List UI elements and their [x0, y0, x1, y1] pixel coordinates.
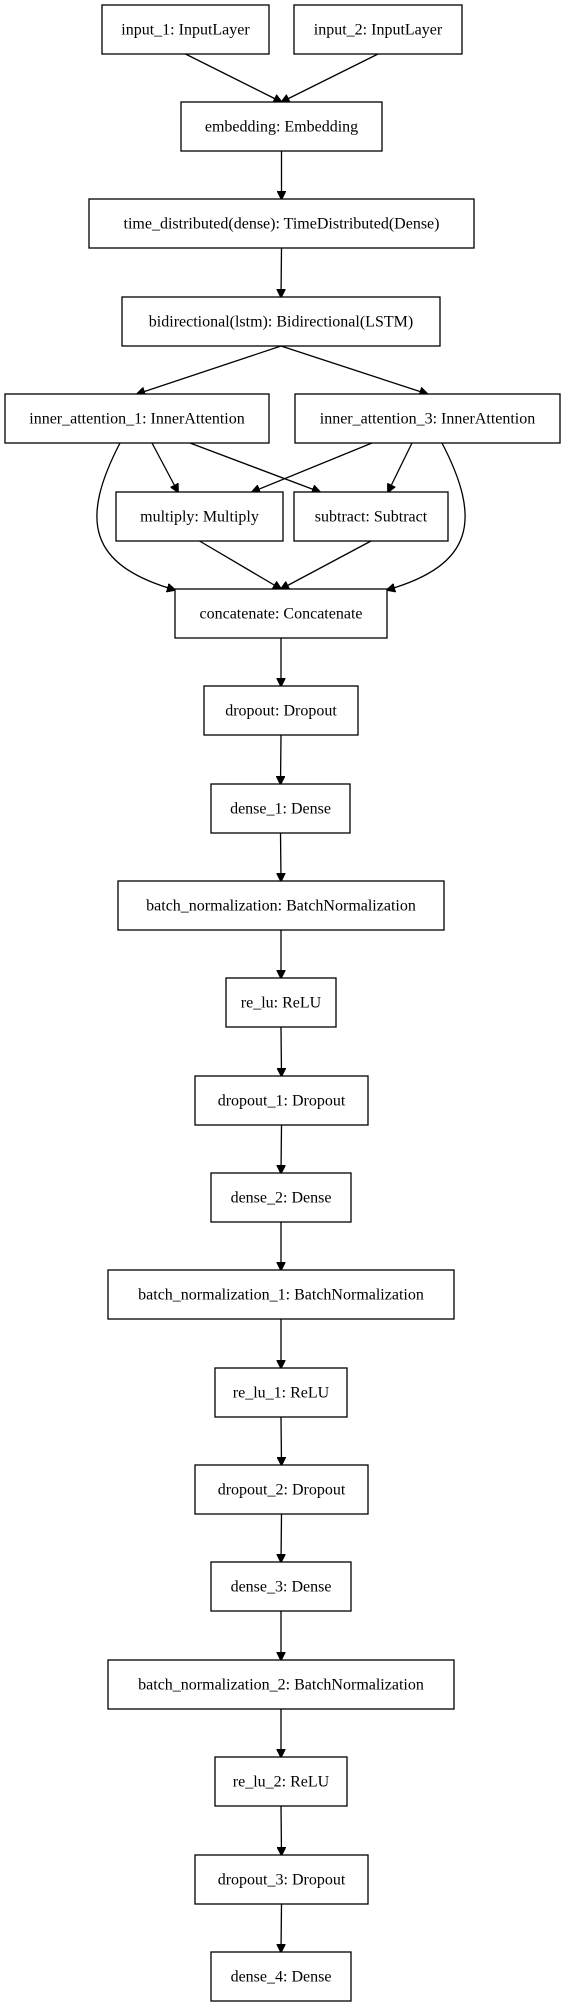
edge-inner_attention_3-to-subtract	[388, 442, 413, 492]
node-box	[174, 588, 388, 639]
edge-dropout_3-to-dense_4	[281, 1903, 282, 1952]
node-box	[107, 1269, 455, 1320]
node-input_1: input_1: InputLayer	[101, 4, 270, 55]
edge-inner_attention_1-to-concatenate	[96, 442, 175, 590]
node-batch_normalization_1: batch_normalization_1: BatchNormalizatio…	[107, 1269, 455, 1320]
node-label: multiply: Multiply	[140, 509, 259, 526]
node-time_distributed: time_distributed(dense): TimeDistributed…	[88, 198, 475, 249]
node-embedding: embedding: Embedding	[180, 101, 383, 152]
node-label: concatenate: Concatenate	[199, 606, 362, 623]
node-label: time_distributed(dense): TimeDistributed…	[124, 216, 440, 233]
node-label: dense_4: Dense	[231, 1969, 332, 1986]
node-label: batch_normalization_2: BatchNormalizatio…	[138, 1677, 424, 1694]
node-box	[214, 1756, 348, 1807]
node-input_2: input_2: InputLayer	[293, 4, 463, 55]
node-dropout_2: dropout_2: Dropout	[194, 1464, 369, 1515]
node-dense_1: dense_1: Dense	[210, 783, 351, 834]
node-box	[210, 1561, 352, 1612]
edge-re_lu_2-to-dropout_3	[281, 1805, 282, 1855]
node-label: re_lu_1: ReLU	[233, 1385, 330, 1402]
node-label: dense_2: Dense	[231, 1190, 332, 1207]
node-label: dropout_3: Dropout	[218, 1872, 346, 1889]
node-label: inner_attention_3: InnerAttention	[320, 411, 536, 428]
node-label: input_1: InputLayer	[121, 22, 250, 39]
node-concatenate: concatenate: Concatenate	[174, 588, 388, 639]
node-subtract: subtract: Subtract	[293, 491, 449, 542]
edge-inner_attention_1-to-multiply	[151, 442, 178, 492]
node-label: dropout_2: Dropout	[218, 1482, 346, 1499]
node-box	[225, 977, 337, 1028]
node-label: subtract: Subtract	[315, 509, 428, 526]
node-batch_normalization: batch_normalization: BatchNormalization	[117, 880, 445, 931]
node-re_lu_2: re_lu_2: ReLU	[214, 1756, 348, 1807]
edge-dense_1-to-batch_normalization	[281, 832, 282, 881]
node-label: re_lu: ReLU	[241, 995, 322, 1012]
node-inner_attention_1: inner_attention_1: InnerAttention	[4, 393, 270, 444]
node-box	[210, 1951, 352, 2002]
node-box	[194, 1464, 369, 1515]
node-box	[214, 1367, 348, 1418]
node-box	[121, 296, 441, 347]
node-box	[203, 685, 359, 736]
node-label: batch_normalization: BatchNormalization	[146, 898, 416, 915]
nodes-layer: input_1: InputLayer input_2: InputLayer em…	[4, 4, 561, 2002]
node-re_lu_1: re_lu_1: ReLU	[214, 1367, 348, 1418]
node-label: inner_attention_1: InnerAttention	[29, 411, 245, 428]
node-box	[107, 1659, 455, 1710]
node-label: dropout: Dropout	[225, 703, 337, 720]
edge-bidirectional-to-inner_attention_3	[280, 345, 428, 394]
node-dropout_3: dropout_3: Dropout	[194, 1854, 369, 1905]
node-label: input_2: InputLayer	[314, 22, 443, 39]
node-re_lu: re_lu: ReLU	[225, 977, 337, 1028]
node-dense_4: dense_4: Dense	[210, 1951, 352, 2002]
node-dense_3: dense_3: Dense	[210, 1561, 352, 1612]
node-box	[115, 491, 284, 542]
node-box	[293, 491, 449, 542]
node-box	[4, 393, 270, 444]
node-box	[194, 1854, 369, 1905]
node-label: bidirectional(lstm): Bidirectional(LSTM)	[149, 314, 413, 331]
edge-multiply-to-concatenate	[199, 540, 282, 589]
node-batch_normalization_2: batch_normalization_2: BatchNormalizatio…	[107, 1659, 455, 1710]
node-label: dense_1: Dense	[230, 801, 331, 818]
edge-dropout_2-to-dense_3	[281, 1513, 282, 1562]
edges-layer	[96, 53, 466, 1952]
node-box	[101, 4, 270, 55]
node-box	[293, 4, 463, 55]
edge-bidirectional-to-inner_attention_1	[137, 345, 282, 394]
node-box	[294, 393, 561, 444]
node-box	[210, 1172, 352, 1223]
edge-inner_attention_3-to-concatenate	[387, 442, 466, 590]
edge-input_2-to-embedding	[282, 53, 379, 102]
node-box	[117, 880, 445, 931]
node-box	[88, 198, 475, 249]
node-label: dropout_1: Dropout	[218, 1093, 346, 1110]
edge-inner_attention_3-to-multiply	[252, 442, 373, 492]
node-dropout_1: dropout_1: Dropout	[194, 1075, 369, 1126]
edge-re_lu-to-dropout_1	[281, 1026, 282, 1076]
edge-dropout_1-to-dense_2	[281, 1124, 282, 1173]
node-label: re_lu_2: ReLU	[233, 1774, 330, 1791]
node-box	[180, 101, 383, 152]
node-dropout: dropout: Dropout	[203, 685, 359, 736]
node-box	[194, 1075, 369, 1126]
edge-dropout-to-dense_1	[281, 734, 282, 784]
edge-inner_attention_1-to-subtract	[189, 442, 320, 492]
node-dense_2: dense_2: Dense	[210, 1172, 352, 1223]
node-box	[210, 783, 351, 834]
node-label: embedding: Embedding	[205, 119, 358, 136]
node-bidirectional: bidirectional(lstm): Bidirectional(LSTM)	[121, 296, 441, 347]
node-multiply: multiply: Multiply	[115, 491, 284, 542]
node-label: dense_3: Dense	[231, 1579, 332, 1596]
edge-time_distributed-to-bidirectional	[281, 247, 282, 297]
node-label: batch_normalization_1: BatchNormalizatio…	[138, 1287, 424, 1304]
edge-input_1-to-embedding	[185, 53, 282, 102]
edge-re_lu_1-to-dropout_2	[281, 1416, 282, 1465]
edge-subtract-to-concatenate	[281, 540, 372, 589]
node-inner_attention_3: inner_attention_3: InnerAttention	[294, 393, 561, 444]
